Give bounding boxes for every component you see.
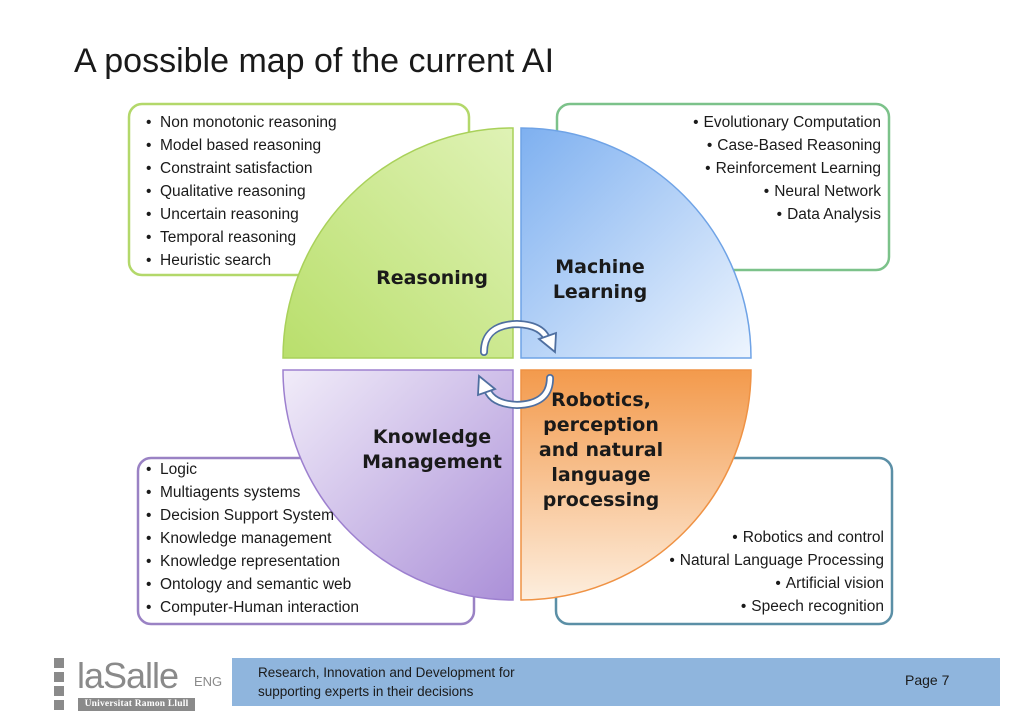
list-item: Temporal reasoning bbox=[146, 226, 337, 249]
box-top-right-list: Evolutionary ComputationCase-Based Reaso… bbox=[693, 111, 882, 226]
label-machine-learning: Machine Learning bbox=[552, 256, 648, 303]
list-item: Non monotonic reasoning bbox=[146, 111, 337, 134]
slide-title: A possible map of the current AI bbox=[74, 42, 555, 80]
footer-tagline: Research, Innovation and Development for… bbox=[258, 665, 515, 699]
list-item: Data Analysis bbox=[693, 203, 881, 226]
label-knowledge-management: Knowledge Management bbox=[362, 426, 502, 473]
list-item: Knowledge representation bbox=[146, 550, 359, 573]
list-item: Computer-Human interaction bbox=[146, 596, 359, 619]
logo-university: Universitat Ramon Llull bbox=[78, 698, 195, 711]
list-item: Knowledge management bbox=[146, 527, 359, 550]
list-item: Reinforcement Learning bbox=[693, 157, 881, 180]
box-top-left-list: Non monotonic reasoningModel based reaso… bbox=[146, 111, 337, 272]
label-robotics: Robotics, perception and natural languag… bbox=[538, 389, 664, 511]
list-item: Neural Network bbox=[693, 180, 881, 203]
list-item: Multiagents systems bbox=[146, 481, 359, 504]
list-item: Uncertain reasoning bbox=[146, 203, 337, 226]
quadrant-machine-learning bbox=[520, 127, 752, 359]
logo-square-4 bbox=[54, 700, 64, 710]
list-item: Qualitative reasoning bbox=[146, 180, 337, 203]
list-item: Robotics and control bbox=[669, 526, 884, 549]
logo-main-text: laSalle bbox=[77, 655, 179, 696]
list-item: Natural Language Processing bbox=[669, 549, 884, 572]
label-reasoning: Reasoning bbox=[376, 267, 488, 289]
list-item: Evolutionary Computation bbox=[693, 111, 882, 134]
logo-square-3 bbox=[54, 686, 64, 696]
list-item: Speech recognition bbox=[669, 595, 884, 618]
lasalle-logo: laSalle ENG Universitat Ramon Llull bbox=[54, 656, 224, 712]
footer-bar bbox=[232, 658, 1000, 706]
list-item: Heuristic search bbox=[146, 249, 337, 272]
quadrant-reasoning bbox=[282, 127, 514, 359]
cycle-arrows-icon bbox=[477, 319, 557, 410]
list-item: Logic bbox=[146, 458, 359, 481]
list-item: Artificial vision bbox=[669, 572, 884, 595]
list-item: Ontology and semantic web bbox=[146, 573, 359, 596]
box-bottom-left-list: LogicMultiagents systemsDecision Support… bbox=[146, 458, 359, 619]
list-item: Case-Based Reasoning bbox=[693, 134, 881, 157]
list-item: Decision Support System bbox=[146, 504, 359, 527]
logo-square-2 bbox=[54, 672, 64, 682]
box-bottom-right-list: Robotics and controlNatural Language Pro… bbox=[669, 526, 884, 618]
list-item: Constraint satisfaction bbox=[146, 157, 337, 180]
logo-square-1 bbox=[54, 658, 64, 668]
list-item: Model based reasoning bbox=[146, 134, 337, 157]
logo-suffix: ENG bbox=[194, 674, 223, 689]
page-number: Page 7 bbox=[905, 672, 950, 688]
